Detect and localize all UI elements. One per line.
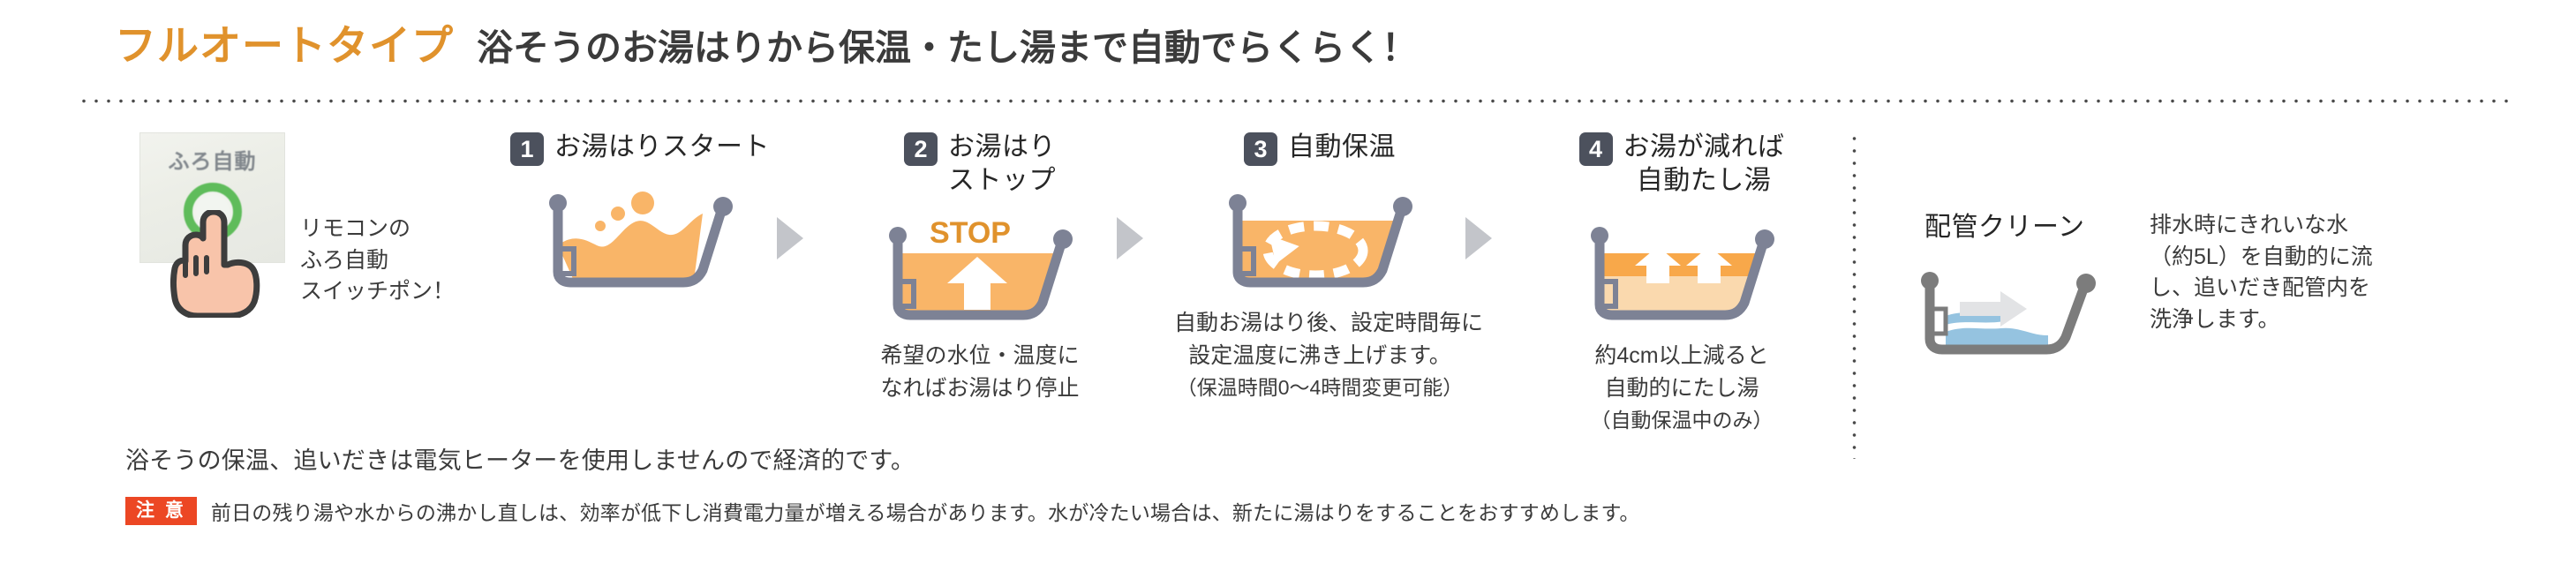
step-1: 1 お湯はりスタート bbox=[494, 131, 786, 307]
step-1-head: 1 お湯はりスタート bbox=[494, 131, 786, 166]
step-2-title-line2: ストップ bbox=[948, 166, 1056, 196]
remote-caption-line3: スイッチポン！ bbox=[300, 279, 456, 304]
header-divider bbox=[78, 99, 2514, 103]
step-1-title: お湯はりスタート bbox=[554, 132, 770, 162]
step-4: 4 お湯が減れば 自動たし湯 約4cm以 bbox=[1536, 131, 1827, 435]
up-arrow-icon bbox=[947, 256, 1007, 310]
step-3-illustration bbox=[1174, 175, 1465, 307]
pipe-clean-block: 配管クリーン 排水時にきれいな水 （約5L）を自動的に流 し、追いだき配管内を … bbox=[1916, 185, 2534, 415]
step-4-title-line1: お湯が減れば bbox=[1623, 132, 1785, 162]
section-divider bbox=[1852, 132, 1857, 459]
step-4-desc-line1: 約4cm以上減ると bbox=[1594, 342, 1769, 368]
step-2-head: 2 お湯はり ストップ bbox=[834, 131, 1126, 199]
step-2-desc: 希望の水位・温度に なればお湯はり停止 bbox=[834, 340, 1126, 405]
caution-row: 注 意 前日の残り湯や水からの沸かし直しは、効率が低下し消費電力量が増える場合が… bbox=[125, 496, 1640, 526]
up-arrow-right-icon bbox=[1686, 245, 1732, 283]
step-2-desc-line1: 希望の水位・温度に bbox=[880, 342, 1080, 368]
step-4-head: 4 お湯が減れば 自動たし湯 bbox=[1536, 131, 1827, 199]
stop-label: STOP bbox=[930, 216, 1011, 250]
step-2-title-line1: お湯はり bbox=[948, 132, 1056, 162]
step-3-title: 自動保温 bbox=[1288, 132, 1396, 162]
step-3-head: 3 自動保温 bbox=[1174, 131, 1465, 166]
step-4-note: （自動保温中のみ） bbox=[1590, 408, 1774, 432]
step-3-note: （保温時間0〜4時間変更可能） bbox=[1176, 376, 1464, 399]
remote-caption-line2: ふろ自動 bbox=[300, 247, 389, 273]
remote-control-block: ふろ自動 リモコンの ふろ自動 スイッチポン！ bbox=[124, 132, 477, 379]
step-2-desc-line2: なればお湯はり停止 bbox=[880, 375, 1080, 401]
pointing-hand-icon bbox=[166, 208, 265, 319]
step-4-desc: 約4cm以上減ると 自動的にたし湯 bbox=[1536, 340, 1827, 405]
pipe-clean-illustration bbox=[1916, 254, 2136, 382]
step-4-title: お湯が減れば 自動たし湯 bbox=[1623, 131, 1785, 199]
remote-caption-line1: リモコンの bbox=[300, 216, 411, 241]
step-3-desc-line2: 設定温度に沸き上げます。 bbox=[1188, 343, 1451, 368]
pipe-clean-desc-line4: 洗浄します。 bbox=[2150, 306, 2280, 332]
page-subtitle: 浴そうのお湯はりから保温・たし湯まで自動でらくらく！ bbox=[477, 27, 1418, 68]
flow-arrow-2-to-3-icon bbox=[1115, 215, 1145, 261]
step-2-illustration: STOP bbox=[834, 207, 1126, 340]
step-3-badge: 3 bbox=[1244, 132, 1277, 166]
step-2-title: お湯はり ストップ bbox=[948, 131, 1056, 199]
step-2-badge: 2 bbox=[904, 132, 938, 166]
step-4-illustration bbox=[1536, 207, 1827, 340]
header: フルオートタイプ 浴そうのお湯はりから保温・たし湯まで自動でらくらく！ bbox=[115, 25, 1418, 66]
up-arrow-left-icon bbox=[1635, 245, 1681, 283]
step-1-illustration bbox=[494, 175, 786, 307]
step-3-desc: 自動お湯はり後、設定時間毎に 設定温度に沸き上げます。 bbox=[1174, 307, 1484, 372]
caution-badge: 注 意 bbox=[125, 497, 197, 525]
step-4-desc-line2: 自動的にたし湯 bbox=[1604, 375, 1759, 401]
remote-caption: リモコンの ふろ自動 スイッチポン！ bbox=[300, 214, 455, 308]
remote-panel-label: ふろ自動 bbox=[168, 150, 257, 174]
pipe-clean-desc-line1: 排水時にきれいな水 bbox=[2150, 213, 2349, 237]
pipe-clean-description: 排水時にきれいな水 （約5L）を自動的に流 し、追いだき配管内を 洗浄します。 bbox=[2150, 210, 2373, 335]
circulation-arrow-icon bbox=[1262, 221, 1368, 281]
step-4-title-line2: 自動たし湯 bbox=[1636, 166, 1772, 196]
step-4-badge: 4 bbox=[1578, 132, 1613, 166]
steps-flow: 1 お湯はりスタート bbox=[494, 131, 1836, 466]
flow-arrow-3-to-4-icon bbox=[1464, 215, 1494, 261]
flow-arrow-1-to-2-icon bbox=[775, 215, 805, 261]
eco-note: 浴そうの保温、追いだきは電気ヒーターを使用しませんので経済的です。 bbox=[125, 447, 915, 474]
step-1-badge: 1 bbox=[510, 132, 544, 166]
pipe-clean-title: 配管クリーン bbox=[1924, 213, 2085, 242]
page-title: フルオートタイプ bbox=[115, 22, 454, 69]
step-3: 3 自動保温 自動お湯はり後、設定時間毎に 設定温度に沸き bbox=[1174, 131, 1484, 403]
step-2: 2 お湯はり ストップ STOP 希望の水位・温度に bbox=[834, 131, 1126, 405]
pipe-clean-desc-line2: （約5L）を自動的に流 bbox=[2150, 244, 2373, 269]
flow-arrow-icon bbox=[1960, 291, 2027, 327]
pipe-clean-desc-line3: し、追いだき配管内を bbox=[2150, 275, 2371, 300]
caution-text: 前日の残り湯や水からの沸かし直しは、効率が低下し消費電力量が増える場合があります… bbox=[210, 501, 1640, 524]
step-3-desc-line1: 自動お湯はり後、設定時間毎に bbox=[1174, 311, 1484, 335]
